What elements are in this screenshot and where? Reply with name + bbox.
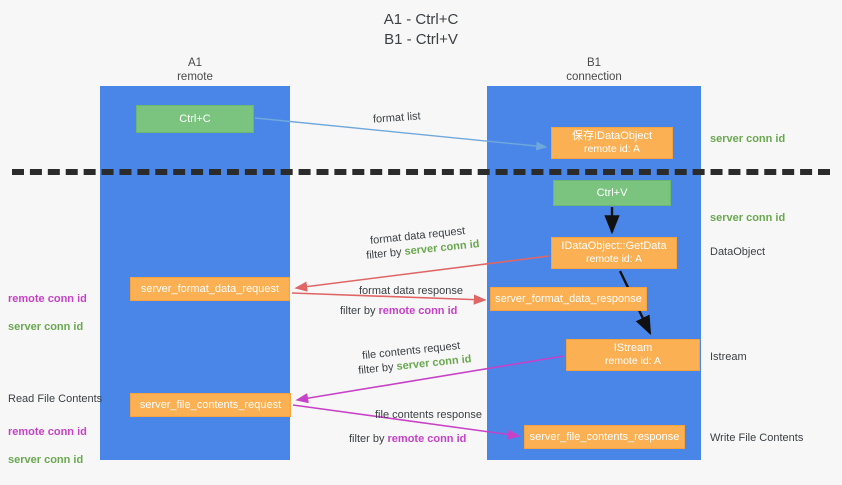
node-ctrl-v-label: Ctrl+V [596, 186, 628, 199]
phase-divider [12, 169, 830, 175]
note-server-conn-id: server conn id [8, 454, 84, 466]
note-right-server-conn-id-1: server conn id [710, 133, 786, 145]
note-istream: Istream [710, 351, 747, 363]
filter-prefix: filter by [365, 245, 406, 262]
note-server-conn-id: server conn id [8, 321, 84, 333]
edge-label-file-contents-response: file contents response [375, 409, 483, 421]
note-left-conn-ids: remote conn id server conn id [8, 278, 87, 348]
lane-header-a1: A1 remote [177, 57, 213, 83]
page-title: A1 - Ctrl+C B1 - Ctrl+V [383, 11, 459, 48]
note-remote-conn-id: remote conn id [8, 293, 87, 305]
node-getdata-sublabel: remote id: A [585, 253, 643, 265]
node-server-file-contents-response-label: server_file_contents_response [529, 430, 680, 443]
edge-label-format-data-response: format data response [359, 285, 463, 297]
node-save-idataobject-label: 保存IDataObject [571, 130, 653, 142]
node-save-idataobject-sublabel: remote id: A [583, 143, 641, 155]
node-istream[interactable]: IStream remote id: A [566, 339, 700, 371]
node-ctrl-c[interactable]: Ctrl+C [136, 105, 254, 133]
node-istream-label: IStream [613, 342, 653, 354]
filter-prefix: filter by [349, 433, 388, 445]
edge-label-format-list: format list [372, 110, 422, 126]
node-server-file-contents-response[interactable]: server_file_contents_response [524, 425, 685, 449]
node-istream-sublabel: remote id: A [604, 355, 662, 367]
filter-prefix: filter by [340, 305, 379, 317]
edge-label-format-data-response-filter: filter by remote conn id [340, 304, 457, 319]
node-server-format-data-request[interactable]: server_format_data_request [130, 277, 290, 301]
node-save-idataobject[interactable]: 保存IDataObject remote id: A [551, 127, 673, 159]
note-right-server-conn-id-2: server conn id [710, 212, 786, 224]
filter-prefix: filter by [357, 360, 398, 377]
lane-header-b1: B1 connection [566, 57, 622, 83]
note-write-file-contents: Write File Contents [710, 432, 804, 444]
node-server-format-data-response[interactable]: server_format_data_response [490, 287, 647, 311]
node-server-file-contents-request-label: server_file_contents_request [139, 398, 282, 411]
filter-value-remote-conn-id: remote conn id [378, 305, 458, 317]
note-read-file-contents: Read File Contents [8, 393, 103, 405]
node-server-file-contents-request[interactable]: server_file_contents_request [130, 393, 291, 417]
note-dataobject: DataObject [710, 246, 766, 258]
edge-label-file-contents-response-filter: filter by remote conn id [349, 432, 466, 447]
node-server-format-data-response-label: server_format_data_response [495, 292, 642, 305]
note-remote-conn-id: remote conn id [8, 426, 87, 438]
node-getdata-label: IDataObject::GetData [561, 240, 667, 252]
note-left-conn-ids-2: remote conn id server conn id [8, 411, 87, 481]
node-ctrl-v[interactable]: Ctrl+V [553, 180, 671, 206]
node-getdata[interactable]: IDataObject::GetData remote id: A [551, 237, 677, 269]
node-server-format-data-request-label: server_format_data_request [140, 282, 280, 295]
node-ctrl-c-label: Ctrl+C [179, 112, 211, 125]
filter-value-remote-conn-id: remote conn id [387, 433, 467, 445]
